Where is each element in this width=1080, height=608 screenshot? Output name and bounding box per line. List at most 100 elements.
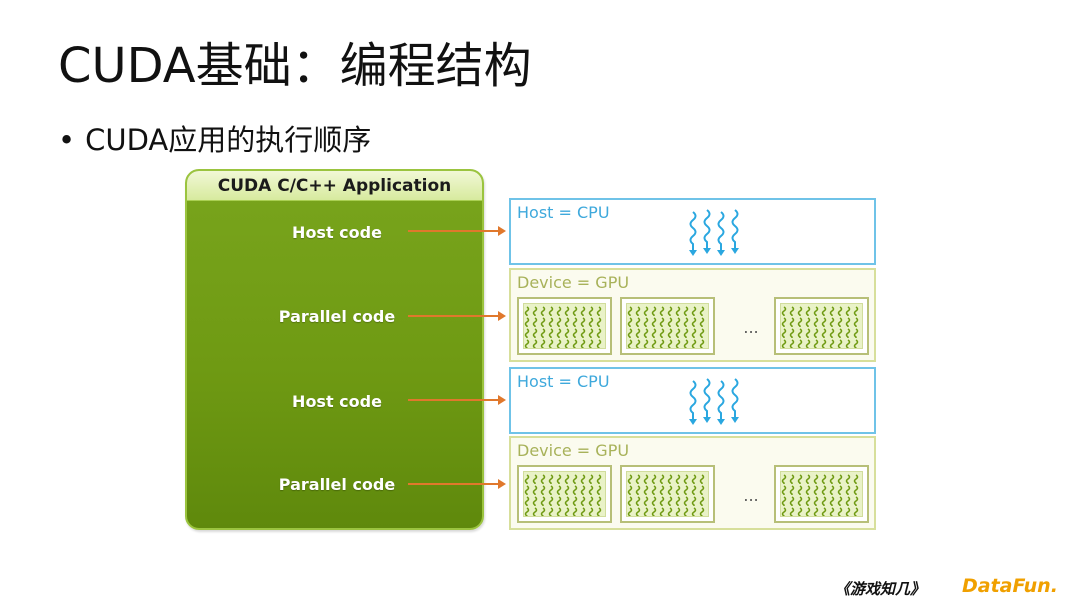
gpu-thread-mark: [532, 317, 538, 327]
gpu-thread-mark: [635, 485, 641, 495]
gpu-thread-mark: [667, 496, 673, 506]
gpu-thread-mark: [845, 496, 851, 506]
gpu-thread-mark: [829, 496, 835, 506]
gpu-thread-mark: [821, 317, 827, 327]
gpu-thread-mark: [643, 474, 649, 484]
gpu-thread-mark: [596, 474, 602, 484]
gpu-thread-mark: [845, 485, 851, 495]
gpu-thread-mark: [853, 485, 859, 495]
gpu-thread-mark: [548, 317, 554, 327]
gpu-thread-mark: [781, 339, 787, 349]
gpu-thread-mark: [643, 328, 649, 338]
gpu-thread-mark: [691, 317, 697, 327]
gpu-thread-mark: [821, 496, 827, 506]
host-code-label-2: Host code: [292, 392, 382, 411]
parallel-code-label-1: Parallel code: [278, 307, 396, 326]
gpu-thread-mark: [781, 306, 787, 316]
arrow-host-1: [408, 226, 506, 236]
gpu-thread-mark: [564, 339, 570, 349]
ellipsis: ...: [743, 318, 759, 337]
parallel-code-label-2: Parallel code: [278, 475, 396, 494]
gpu-thread-mark: [540, 328, 546, 338]
gpu-thread-mark: [564, 507, 570, 517]
gpu-thread-mark: [596, 507, 602, 517]
gpu-thread-mark: [699, 474, 705, 484]
gpu-thread-mark: [675, 496, 681, 506]
bullet-item: •CUDA应用的执行顺序: [58, 117, 371, 159]
gpu-thread-mark: [556, 485, 562, 495]
gpu-thread-mark: [699, 485, 705, 495]
gpu-thread-mark: [845, 328, 851, 338]
gpu-thread-mark: [675, 339, 681, 349]
gpu-thread-mark: [699, 507, 705, 517]
gpu-thread-mark: [821, 474, 827, 484]
device-gpu-label: Device = GPU: [517, 273, 630, 292]
gpu-thread-mark: [532, 496, 538, 506]
host-cpu-box-2: Host = CPU: [509, 367, 876, 434]
arrow-device-2: [408, 479, 506, 489]
gpu-thread-mark: [588, 485, 594, 495]
gpu-thread-pattern: [524, 306, 602, 349]
gpu-thread-mark: [805, 328, 811, 338]
gpu-thread-mark: [524, 306, 530, 316]
gpu-thread-mark: [572, 496, 578, 506]
gpu-threads-icon: [780, 303, 863, 349]
gpu-thread-mark: [627, 306, 633, 316]
gpu-thread-mark: [659, 485, 665, 495]
device-gpu-label: Device = GPU: [517, 441, 630, 460]
gpu-threads-icon: [780, 471, 863, 517]
gpu-thread-mark: [853, 474, 859, 484]
gpu-thread-mark: [845, 507, 851, 517]
gpu-thread-mark: [635, 507, 641, 517]
gpu-thread-mark: [627, 339, 633, 349]
gpu-thread-mark: [667, 339, 673, 349]
gpu-thread-mark: [556, 496, 562, 506]
gpu-thread-mark: [643, 485, 649, 495]
gpu-thread-mark: [781, 317, 787, 327]
gpu-thread-mark: [797, 306, 803, 316]
gpu-thread-mark: [564, 328, 570, 338]
gpu-thread-mark: [659, 496, 665, 506]
gpu-thread-mark: [813, 474, 819, 484]
gpu-thread-mark: [837, 328, 843, 338]
host-code-label-1: Host code: [292, 223, 382, 242]
gpu-thread-mark: [627, 474, 633, 484]
gpu-thread-mark: [781, 474, 787, 484]
gpu-thread-mark: [580, 507, 586, 517]
gpu-thread-mark: [667, 317, 673, 327]
gpu-thread-mark: [837, 339, 843, 349]
gpu-thread-mark: [588, 328, 594, 338]
gpu-thread-mark: [781, 507, 787, 517]
gpu-thread-mark: [659, 317, 665, 327]
gpu-thread-mark: [651, 496, 657, 506]
gpu-thread-mark: [524, 474, 530, 484]
gpu-thread-mark: [596, 306, 602, 316]
gpu-thread-mark: [829, 328, 835, 338]
gpu-thread-mark: [789, 317, 795, 327]
gpu-thread-mark: [580, 474, 586, 484]
gpu-thread-mark: [667, 507, 673, 517]
gpu-thread-mark: [572, 328, 578, 338]
gpu-thread-mark: [821, 306, 827, 316]
gpu-thread-mark: [564, 474, 570, 484]
gpu-thread-block: [774, 297, 869, 355]
gpu-thread-mark: [580, 496, 586, 506]
gpu-thread-mark: [789, 496, 795, 506]
gpu-thread-mark: [556, 339, 562, 349]
gpu-thread-mark: [627, 507, 633, 517]
gpu-thread-mark: [805, 339, 811, 349]
gpu-thread-mark: [805, 496, 811, 506]
gpu-thread-mark: [699, 317, 705, 327]
gpu-thread-mark: [540, 339, 546, 349]
gpu-thread-mark: [524, 485, 530, 495]
application-header: CUDA C/C++ Application: [187, 171, 482, 201]
gpu-thread-mark: [540, 507, 546, 517]
gpu-thread-mark: [596, 339, 602, 349]
gpu-thread-mark: [572, 485, 578, 495]
gpu-thread-mark: [853, 328, 859, 338]
gpu-thread-mark: [829, 507, 835, 517]
gpu-thread-mark: [797, 339, 803, 349]
gpu-thread-pattern: [781, 474, 859, 517]
gpu-thread-mark: [691, 496, 697, 506]
gpu-thread-mark: [805, 507, 811, 517]
